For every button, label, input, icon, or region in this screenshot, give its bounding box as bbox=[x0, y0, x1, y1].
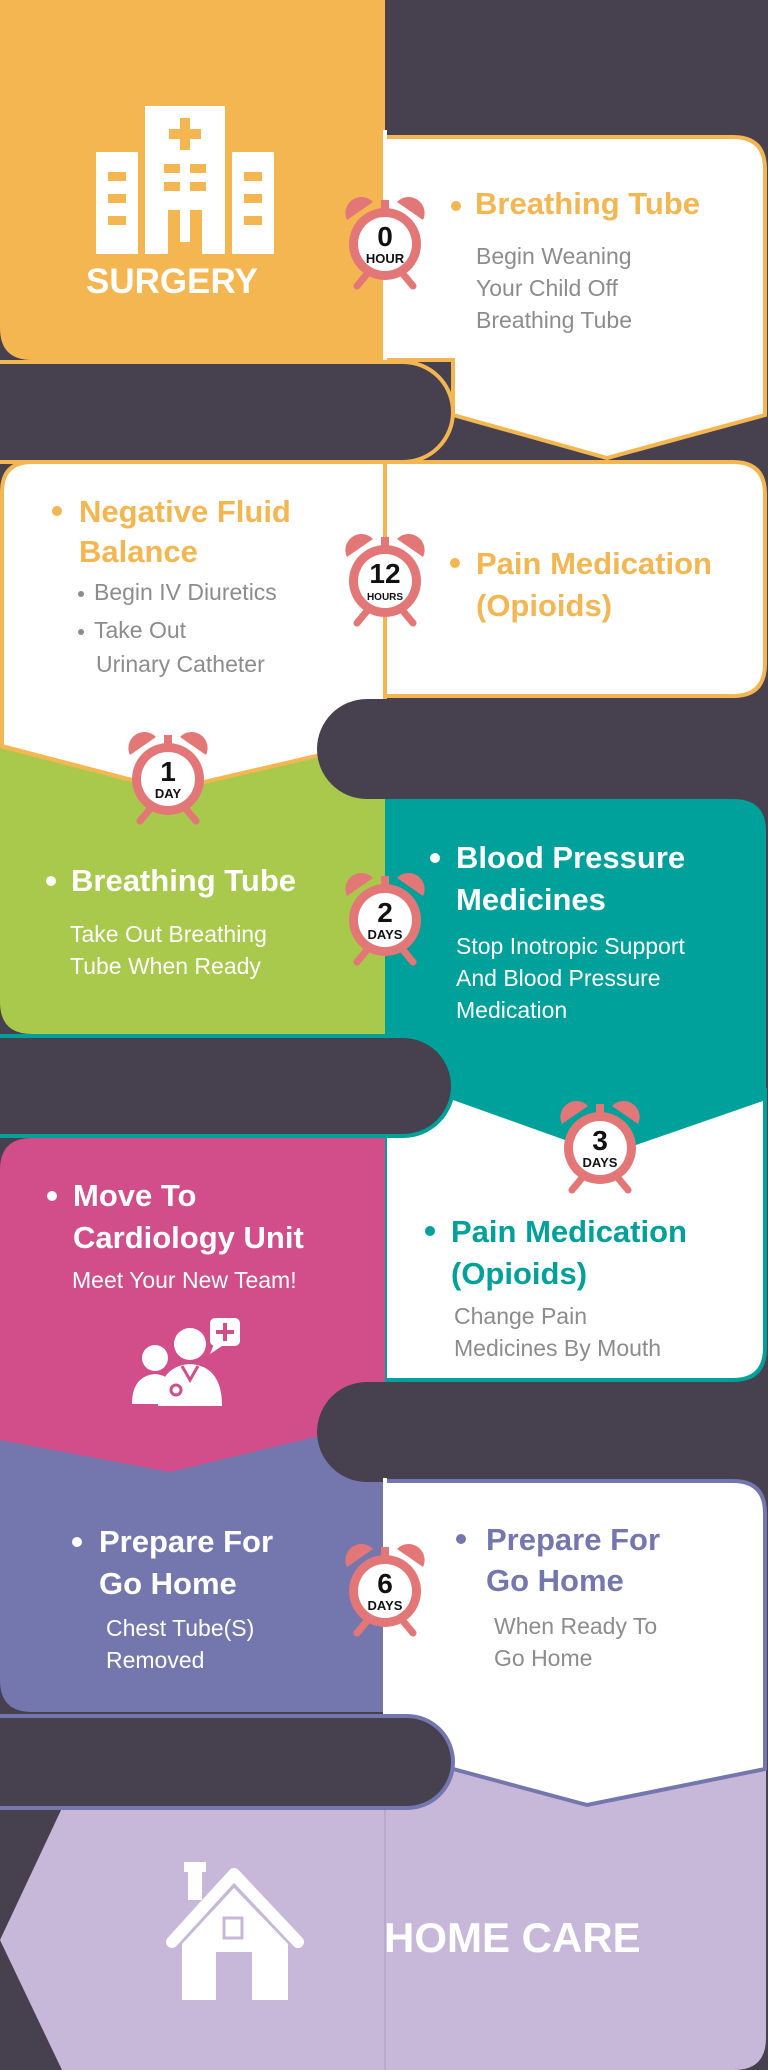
bullet-icon bbox=[451, 201, 461, 211]
step-desc-line: Medication bbox=[456, 997, 568, 1023]
prepare-right-card bbox=[383, 1479, 767, 1808]
step-title: Blood Pressure bbox=[456, 840, 686, 875]
clock-number: 1 bbox=[160, 756, 176, 787]
bullet-icon bbox=[52, 506, 62, 516]
teal-block bbox=[385, 799, 766, 1155]
clock-unit: HOUR bbox=[365, 251, 405, 266]
step-desc-line: Begin Weaning bbox=[476, 243, 632, 269]
clock-number: 0 bbox=[377, 221, 393, 252]
sub-item: Begin IV Diuretics bbox=[78, 576, 277, 608]
doctors-icon bbox=[132, 1318, 240, 1406]
bullet-icon bbox=[425, 1226, 435, 1236]
bullet-icon bbox=[430, 853, 440, 863]
step-desc-line: Meet Your New Team! bbox=[72, 1267, 297, 1293]
hospital-icon bbox=[96, 106, 274, 254]
clock-number: 6 bbox=[377, 1568, 393, 1599]
clock-number: 12 bbox=[369, 558, 401, 589]
step-desc-line: Chest Tube(S) bbox=[106, 1615, 255, 1641]
clock-unit: DAYS bbox=[367, 927, 403, 942]
connector bbox=[0, 1714, 455, 1810]
green-block bbox=[0, 740, 385, 1034]
step-title: Breathing Tube bbox=[71, 863, 297, 898]
pink-block bbox=[0, 1138, 385, 1480]
bullet-icon bbox=[72, 1537, 82, 1547]
house-icon bbox=[166, 1862, 304, 2000]
surgery-label: SURGERY bbox=[86, 262, 258, 301]
step-desc-line: When Ready To bbox=[494, 1613, 658, 1639]
sub-item-continuation: Urinary Catheter bbox=[96, 651, 265, 677]
alarm-clock-icon bbox=[345, 197, 425, 290]
step-desc-line: Medicines By Mouth bbox=[454, 1335, 662, 1361]
step-title: Go Home bbox=[99, 1566, 237, 1601]
alarm-clock-icon bbox=[345, 873, 425, 966]
alarm-clock-icon bbox=[560, 1101, 640, 1194]
step-title: Pain Medication bbox=[451, 1214, 687, 1249]
step-title: (Opioids) bbox=[451, 1256, 588, 1291]
connector bbox=[317, 699, 768, 799]
sub-item: Take Out bbox=[78, 614, 186, 646]
sub-item-text: Begin IV Diuretics bbox=[94, 579, 277, 605]
bullet-icon bbox=[456, 1534, 466, 1544]
step-title: Pain Medication bbox=[476, 546, 712, 581]
step-desc-line: And Blood Pressure bbox=[456, 965, 661, 991]
step-desc-line: Go Home bbox=[494, 1645, 593, 1671]
bullet-icon bbox=[450, 558, 460, 568]
pain-card bbox=[383, 460, 767, 698]
pain-mouth-card bbox=[383, 1088, 767, 1382]
step-title: Move To bbox=[73, 1178, 197, 1213]
connector bbox=[317, 1382, 768, 1482]
step-desc-line: Change Pain bbox=[454, 1303, 587, 1329]
step-desc-line: Breathing Tube bbox=[476, 307, 633, 333]
step-title: Cardiology Unit bbox=[73, 1220, 304, 1255]
step-title: Balance bbox=[79, 534, 198, 569]
clock-unit: HOURS bbox=[366, 592, 404, 603]
step-title: Prepare For bbox=[99, 1524, 274, 1559]
step-title: Breathing Tube bbox=[475, 186, 701, 221]
step-desc-line: Take Out Breathing bbox=[70, 921, 267, 947]
step-title: Negative Fluid bbox=[79, 494, 291, 529]
bullet-icon bbox=[78, 628, 84, 635]
clock-unit: DAYS bbox=[582, 1155, 618, 1170]
step-desc-line: Removed bbox=[106, 1647, 205, 1673]
sub-item-text: Take Out bbox=[94, 617, 187, 643]
step-desc-line: Tube When Ready bbox=[70, 953, 261, 979]
alarm-clock-icon bbox=[128, 732, 208, 825]
step-desc-line: Your Child Off bbox=[476, 275, 618, 301]
bullet-icon bbox=[78, 590, 84, 597]
step-title: Go Home bbox=[486, 1563, 624, 1598]
clock-unit: DAY bbox=[154, 786, 182, 801]
home-care-label: HOME CARE bbox=[384, 1914, 641, 1961]
clock-unit: DAYS bbox=[367, 1598, 403, 1613]
step-title: (Opioids) bbox=[476, 588, 613, 623]
connector bbox=[0, 1034, 455, 1138]
clock-number: 2 bbox=[377, 897, 393, 928]
bullet-icon bbox=[46, 876, 56, 886]
bullet-icon bbox=[47, 1191, 57, 1201]
step-desc-line: Stop Inotropic Support bbox=[456, 933, 685, 959]
step-title: Medicines bbox=[456, 882, 606, 917]
clock-number: 3 bbox=[592, 1125, 608, 1156]
connector bbox=[0, 360, 455, 464]
purple-block bbox=[0, 1420, 385, 1712]
step-title: Prepare For bbox=[486, 1522, 661, 1557]
alarm-clock-icon bbox=[345, 534, 425, 627]
alarm-clock-icon bbox=[345, 1544, 425, 1637]
